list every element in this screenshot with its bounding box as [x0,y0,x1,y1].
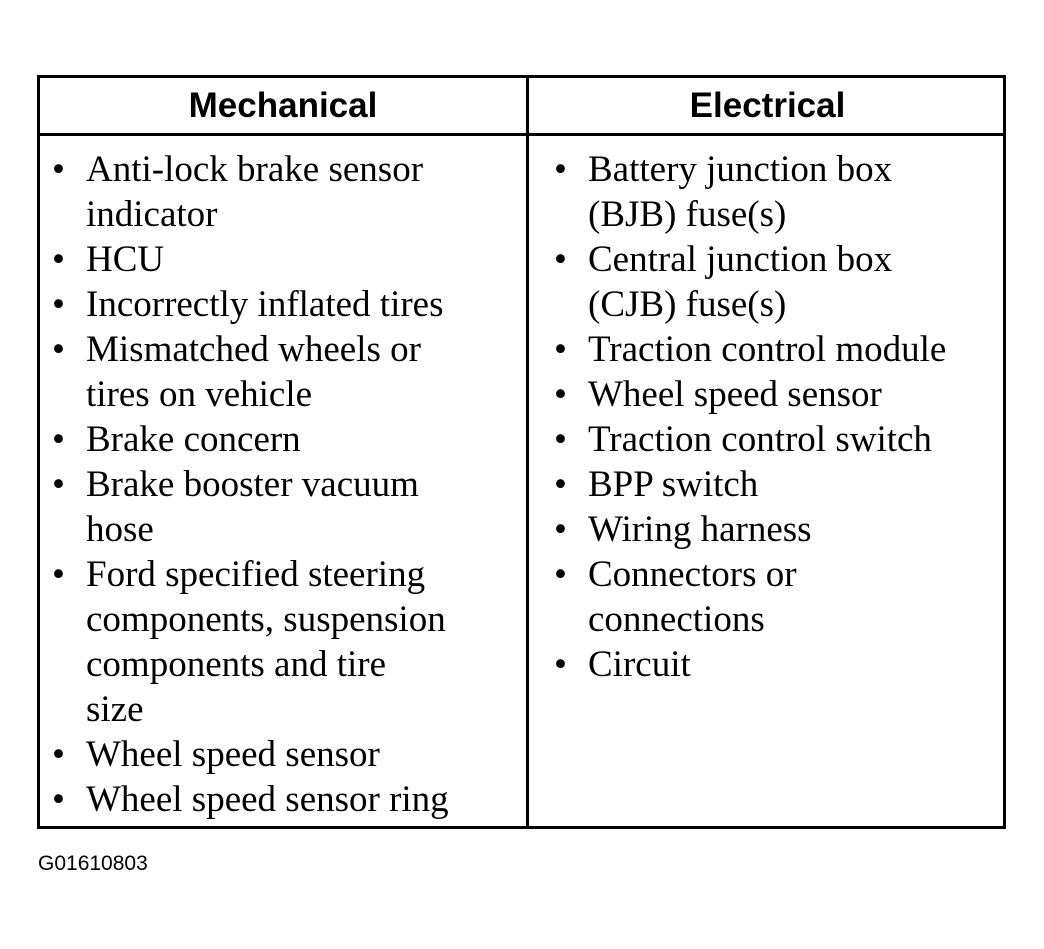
column-divider [526,78,529,826]
list-item: • Battery junction box (BJB) fuse(s) [550,147,1000,237]
list-item: • Anti-lock brake sensor indicator [48,147,518,237]
list-item: • Wheel speed sensor [550,372,1000,417]
bullet-icon: • [554,554,567,595]
list-item: • Circuit [550,642,1000,687]
list-item-text: Wiring harness [588,509,812,550]
list-item: • Wiring harness [550,507,1000,552]
list-item-text: Ford specified steering components, susp… [86,554,446,730]
list-item-text: BPP switch [588,464,759,505]
figure-id: G01610803 [38,852,148,875]
list-item: • Wheel speed sensor [48,732,518,777]
bullet-icon: • [52,239,65,280]
list-item-text: Wheel speed sensor [588,374,882,415]
list-item: • Connectors or connections [550,552,1000,642]
bullet-icon: • [554,374,567,415]
list-item: • Wheel speed sensor ring [48,777,518,822]
bullet-icon: • [52,734,65,775]
list-item-text: Battery junction box (BJB) fuse(s) [588,149,893,235]
list-item: • Central junction box (CJB) fuse(s) [550,237,1000,327]
table-header-row: Mechanical Electrical [40,78,1003,136]
list-item-text: Anti-lock brake sensor indicator [86,149,424,235]
list-item-text: Wheel speed sensor [86,734,380,775]
list-item: • Traction control switch [550,417,1000,462]
mechanical-list: • Anti-lock brake sensor indicator • HCU •… [48,147,518,822]
bullet-icon: • [52,284,65,325]
bullet-icon: • [554,149,567,190]
list-item: • Ford specified steering components, sus… [48,552,518,732]
bullet-icon: • [554,644,567,685]
bullet-icon: • [52,779,65,820]
list-item-text: Mismatched wheels or tires on vehicle [86,329,421,415]
header-electrical: Electrical [689,86,846,125]
bullet-icon: • [554,239,567,280]
list-item: • BPP switch [550,462,1000,507]
list-item-text: Traction control module [588,329,947,370]
list-item: • Brake booster vacuum hose [48,462,518,552]
list-item: • HCU [48,237,518,282]
bullet-icon: • [52,149,65,190]
bullet-icon: • [52,329,65,370]
list-item-text: Connectors or connections [588,554,797,640]
bullet-icon: • [554,509,567,550]
bullet-icon: • [52,419,65,460]
list-item-text: Brake concern [86,419,301,460]
list-item-text: Brake booster vacuum hose [86,464,419,550]
bullet-icon: • [52,554,65,595]
bullet-icon: • [554,329,567,370]
list-item-text: Central junction box (CJB) fuse(s) [588,239,893,325]
list-item-text: HCU [86,239,165,280]
list-item-text: Incorrectly inflated tires [86,284,444,325]
electrical-list: • Battery junction box (BJB) fuse(s) • Cen… [550,147,1000,687]
list-item-text: Traction control switch [588,419,932,460]
bullet-icon: • [554,464,567,505]
list-item-text: Wheel speed sensor ring [86,779,449,820]
bullet-icon: • [52,464,65,505]
list-item: • Brake concern [48,417,518,462]
list-item: • Traction control module [550,327,1000,372]
header-mechanical: Mechanical [188,86,378,125]
list-item-text: Circuit [588,644,691,685]
diagnostic-table: Mechanical Electrical • Anti-lock brake s… [37,75,1006,829]
list-item: • Incorrectly inflated tires [48,282,518,327]
list-item: • Mismatched wheels or tires on vehicle [48,327,518,417]
bullet-icon: • [554,419,567,460]
